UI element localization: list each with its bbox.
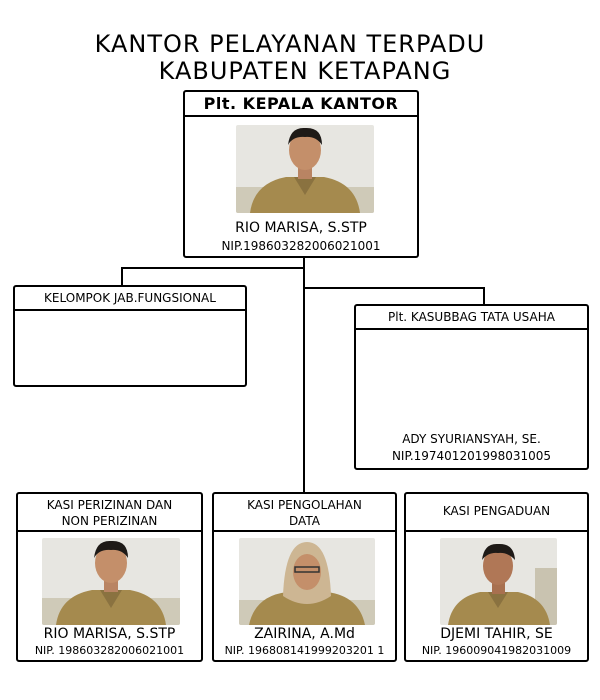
kasubbag-name: ADY SYURIANSYAH, SE. (402, 432, 541, 446)
kasi-perizinan-nip: NIP. 198603282006021001 (34, 644, 185, 657)
fungsional-position-label: KELOMPOK JAB.FUNGSIONAL (15, 287, 245, 311)
chart-title-line1: KANTOR PELAYANAN TERPADU (94, 30, 486, 58)
connector-right-horizontal (303, 287, 485, 289)
kasi-pengaduan-box: KASI PENGADUAN DJEMI TAHIR, SE NIP. 1960… (404, 492, 589, 662)
kasi-pengolahan-name: ZAIRINA, A.Md (254, 626, 355, 642)
kasi-perizinan-box: KASI PERIZINAN DAN NON PERIZINAN RIO MAR… (16, 492, 203, 662)
head-position-label: Plt. KEPALA KANTOR (185, 92, 417, 117)
head-photo (236, 125, 374, 213)
connector-fungsional-down (121, 267, 123, 287)
kasi-perizinan-position-label: KASI PERIZINAN DAN NON PERIZINAN (18, 494, 201, 532)
kasi-perizinan-photo (42, 538, 180, 625)
kasi-pengolahan-box: KASI PENGOLAHAN DATA ZAIRINA, A.Md NIP. … (212, 492, 397, 662)
person-photo-icon (440, 538, 557, 625)
head-nip: NIP.198603282006021001 (221, 239, 381, 253)
kasi-pengolahan-photo (239, 538, 375, 625)
head-box: Plt. KEPALA KANTOR RIO MARISA, S.STP NIP… (183, 90, 419, 258)
kasi-pengaduan-photo (440, 538, 557, 625)
kasi-pengaduan-nip: NIP. 196009041982031009 (421, 644, 572, 657)
kasubbag-nip: NIP.197401201998031005 (391, 449, 552, 463)
fungsional-box: KELOMPOK JAB.FUNGSIONAL (13, 285, 247, 387)
kasi-pengaduan-position-label: KASI PENGADUAN (406, 494, 587, 532)
chart-title-line2: KABUPATEN KETAPANG (158, 57, 452, 85)
person-photo-icon (236, 125, 374, 213)
connector-kasubbag-down (483, 287, 485, 305)
kasi-pengaduan-name: DJEMI TAHIR, SE (440, 626, 553, 642)
kasi-perizinan-name: RIO MARISA, S.STP (43, 626, 176, 642)
kasi-pengolahan-position-label: KASI PENGOLAHAN DATA (214, 494, 395, 532)
kasubbag-box: Plt. KASUBBAG TATA USAHA ADY SYURIANSYAH… (354, 304, 589, 470)
person-photo-icon (42, 538, 180, 625)
connector-head-down (303, 256, 305, 494)
connector-horizontal (121, 267, 305, 269)
kasi-pengolahan-nip: NIP. 196808141999203201 1 (224, 644, 385, 657)
head-name: RIO MARISA, S.STP (235, 220, 367, 236)
person-photo-icon (239, 538, 375, 625)
kasubbag-position-label: Plt. KASUBBAG TATA USAHA (356, 306, 587, 330)
